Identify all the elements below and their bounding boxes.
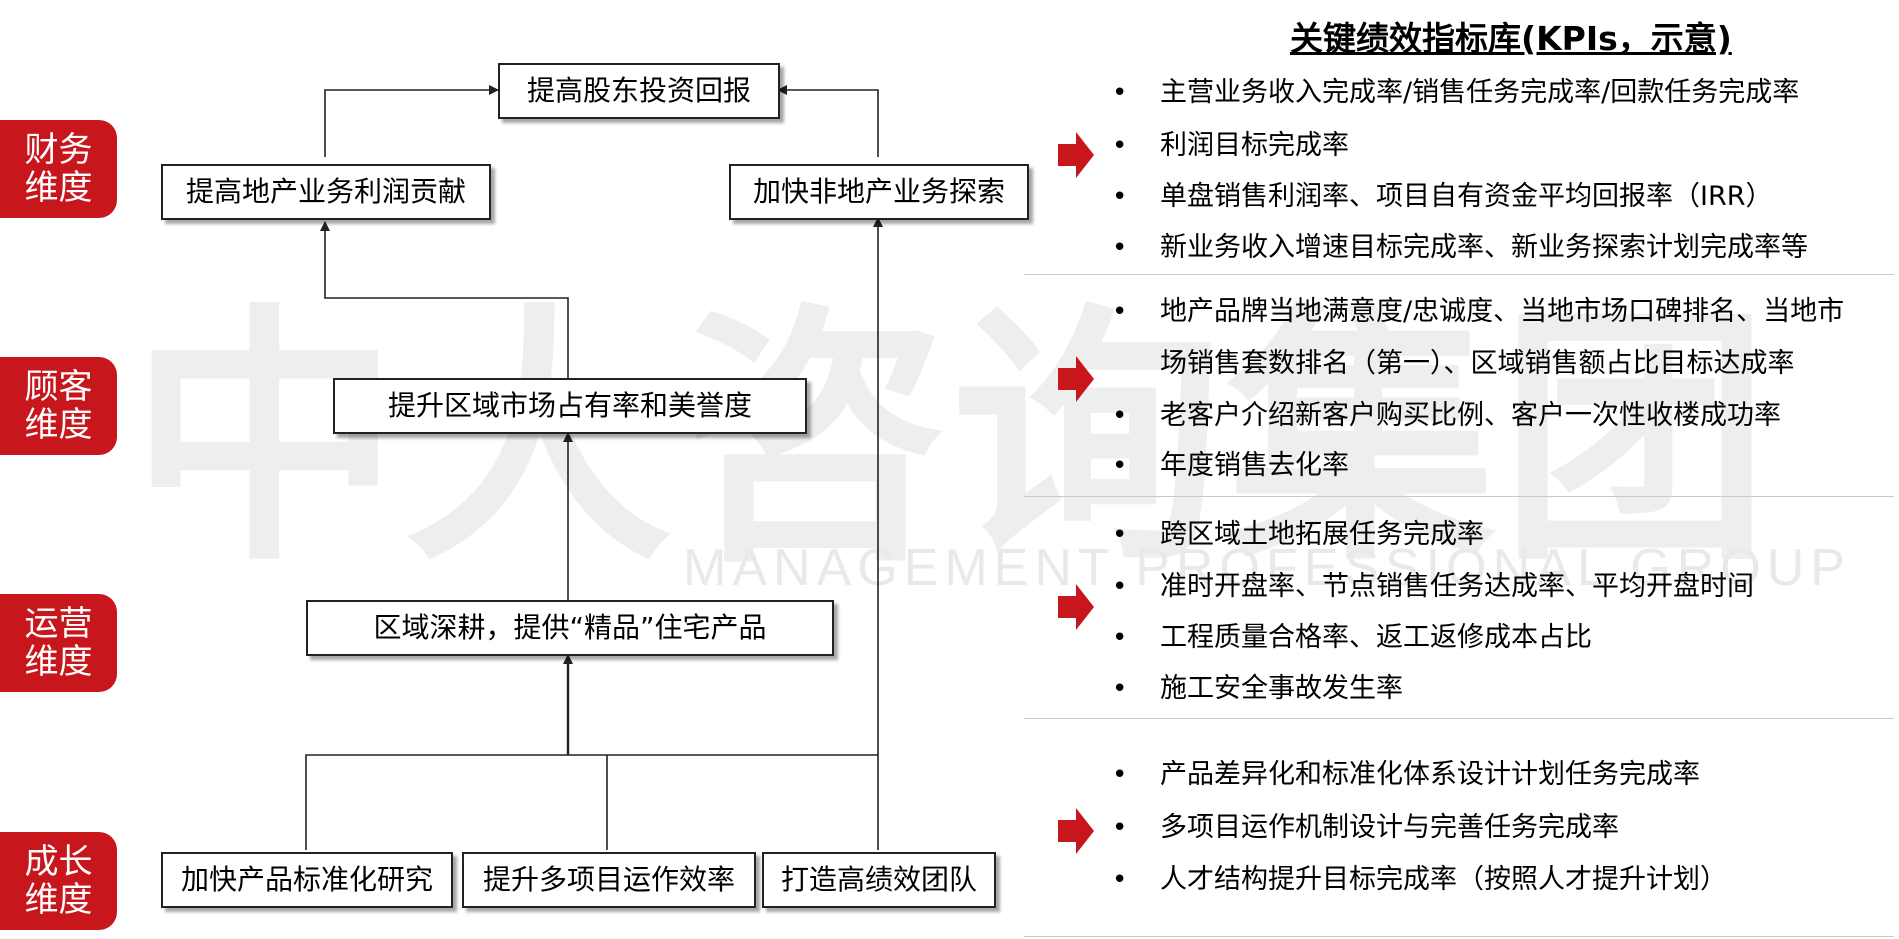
dimension-badge-growth: 成长维度 <box>0 832 117 930</box>
connector-market-to-profit <box>320 221 569 378</box>
dimension-badge-customer: 顾客维度 <box>0 357 117 455</box>
kpi-item: 人才结构提升目标完成率（按照人才提升计划） <box>1160 864 1727 895</box>
kpi-item: 主营业务收入完成率/销售任务完成率/回款任务完成率 <box>1160 77 1800 108</box>
group-divider <box>1024 274 1894 275</box>
watermark-main: 中大咨询集团 <box>130 282 1774 597</box>
kpi-item: 场销售套数排名（第一）、区域销售额占比目标达成率 <box>1160 348 1795 379</box>
box-standardization: 加快产品标准化研究 <box>161 852 453 908</box>
kpi-item: 施工安全事故发生率 <box>1160 673 1403 704</box>
dimension-label: 财务维度 <box>24 130 93 208</box>
kpi-item: 地产品牌当地满意度/忠诚度、当地市场口碑排名、当地市 <box>1160 296 1845 327</box>
connector-nonproperty-to-return <box>777 85 879 157</box>
red-arrow-icon <box>1058 808 1094 854</box>
bullet-icon: • <box>1112 131 1128 161</box>
bullet-icon: • <box>1112 78 1128 108</box>
watermark-sub: MANAGEMENT PROFESSIONAL GROUP <box>683 539 1851 597</box>
dimension-badge-operations: 运营维度 <box>0 594 117 692</box>
bullet-icon: • <box>1112 760 1128 790</box>
group-divider <box>1024 936 1894 937</box>
kpi-item: 产品差异化和标准化体系设计计划任务完成率 <box>1160 759 1700 790</box>
dimension-label: 成长维度 <box>24 842 93 920</box>
bullet-icon: • <box>1112 182 1128 212</box>
kpi-item: 单盘销售利润率、项目自有资金平均回报率（IRR） <box>1160 181 1773 212</box>
bullet-icon: • <box>1112 451 1128 481</box>
bullet-icon: • <box>1112 401 1128 431</box>
bullet-icon: • <box>1112 297 1128 327</box>
dimension-label: 运营维度 <box>24 604 93 682</box>
kpi-title: 关键绩效指标库(KPIs，示意) <box>1290 19 1732 58</box>
kpi-item: 老客户介绍新客户购买比例、客户一次性收楼成功率 <box>1160 400 1781 431</box>
group-divider <box>1024 496 1894 497</box>
red-arrow-icon <box>1058 132 1094 178</box>
bullet-icon: • <box>1112 572 1128 602</box>
kpi-item: 年度销售去化率 <box>1160 450 1349 481</box>
group-divider <box>1024 718 1894 719</box>
connector-property-to-return <box>324 85 499 157</box>
box-regional-focus: 区域深耕，提供“精品”住宅产品 <box>306 600 834 656</box>
box-team: 打造高绩效团队 <box>762 852 996 908</box>
kpi-item: 利润目标完成率 <box>1160 130 1349 161</box>
kpi-item: 工程质量合格率、返工返修成本占比 <box>1160 622 1592 653</box>
bullet-icon: • <box>1112 865 1128 895</box>
box-shareholder-return: 提高股东投资回报 <box>498 63 780 119</box>
red-arrow-icon <box>1058 356 1094 402</box>
bullet-icon: • <box>1112 233 1128 263</box>
red-arrow-icon <box>1058 584 1094 630</box>
box-non-property: 加快非地产业务探索 <box>729 164 1029 220</box>
box-property-profit: 提高地产业务利润贡献 <box>161 164 491 220</box>
bullet-icon: • <box>1112 623 1128 653</box>
dimension-label: 顾客维度 <box>24 367 93 445</box>
connector-growth-bracket <box>305 754 879 850</box>
kpi-item: 跨区域土地拓展任务完成率 <box>1160 519 1484 550</box>
box-multi-project: 提升多项目运作效率 <box>462 852 756 908</box>
bullet-icon: • <box>1112 813 1128 843</box>
kpi-item: 新业务收入增速目标完成率、新业务探索计划完成率等 <box>1160 232 1808 263</box>
dimension-badge-finance: 财务维度 <box>0 120 117 218</box>
kpi-item: 多项目运作机制设计与完善任务完成率 <box>1160 812 1619 843</box>
kpi-item: 准时开盘率、节点销售任务达成率、平均开盘时间 <box>1160 571 1754 602</box>
box-market-share: 提升区域市场占有率和美誉度 <box>333 378 807 434</box>
bullet-icon: • <box>1112 520 1128 550</box>
bullet-icon: • <box>1112 674 1128 704</box>
